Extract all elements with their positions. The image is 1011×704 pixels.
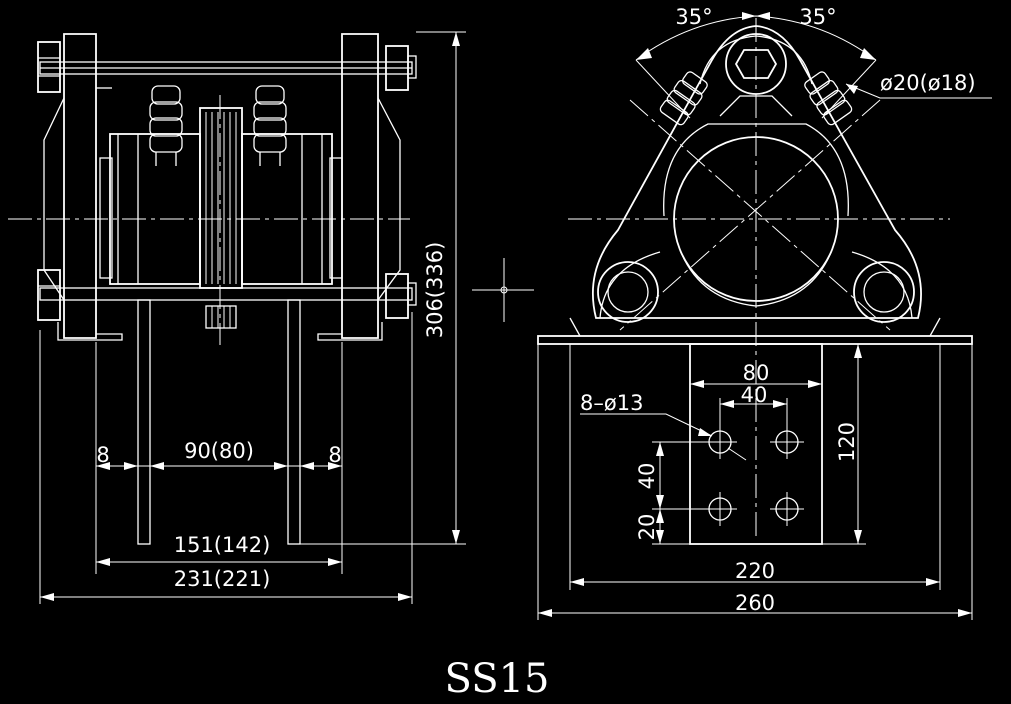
bolt-diameter-label: ø20(ø18) [880,71,976,95]
drawing-title: SS15 [445,656,550,702]
gap-right-label: 8 [328,443,341,467]
base-span-outer-label: 260 [735,591,775,615]
height-dim-label: 306(336) [423,242,447,339]
hole-span-outer-label: 80 [743,361,770,385]
plate-height-label: 120 [835,422,859,462]
base-span-inner-label: 220 [735,559,775,583]
overall-width-label: 231(221) [174,567,271,591]
angle-right-label: 35° [799,5,836,29]
gap-left-label: 8 [96,443,109,467]
hole-callout-label: 8–ø13 [580,391,643,415]
dimension-labels: 306(336) 8 90(80) 8 151(142) 231(221) 35… [96,5,975,702]
side-view [8,31,466,604]
front-view [537,12,992,620]
hole-offset-label: 20 [635,514,659,541]
inner-width-label: 90(80) [184,439,254,463]
angle-left-label: 35° [675,5,712,29]
rod-span-label: 151(142) [174,533,271,557]
hole-span-inner-label: 40 [741,383,768,407]
hole-vert-span-label: 40 [635,463,659,490]
center-marker [472,258,534,322]
